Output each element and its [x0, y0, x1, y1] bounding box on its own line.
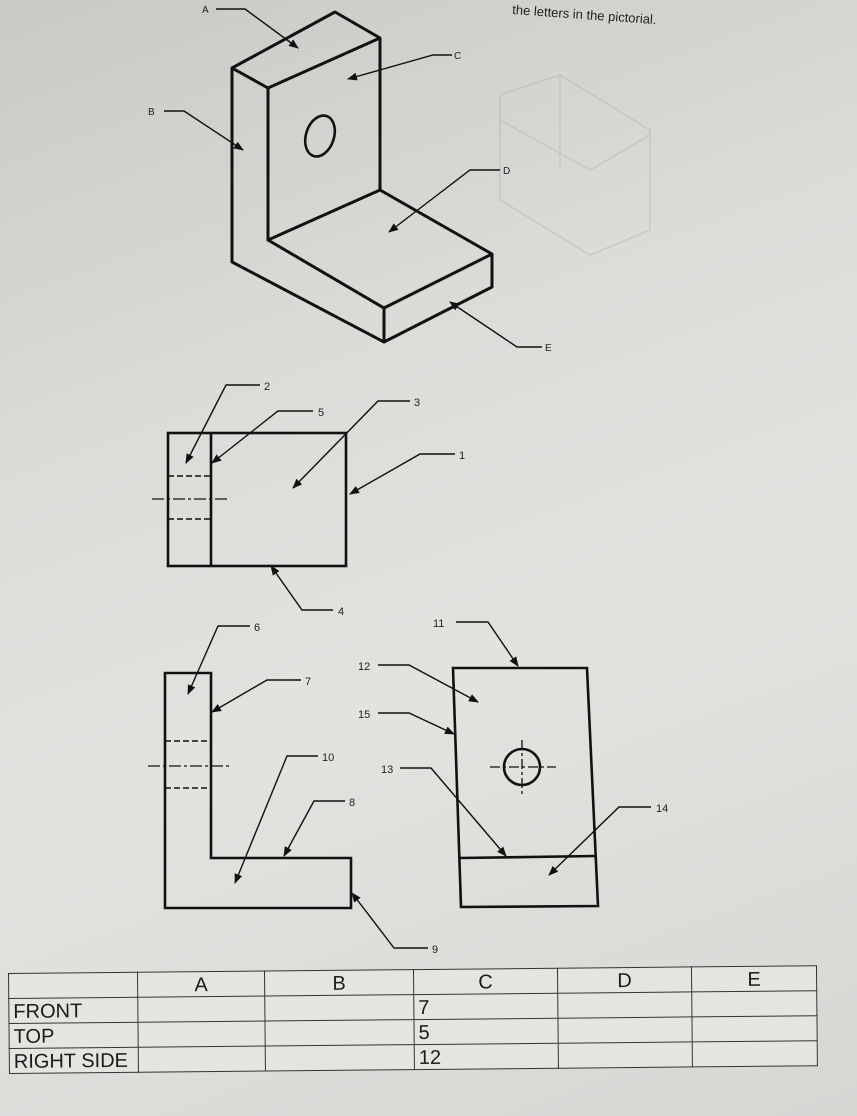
answer-table: A B C D E FRONT 7 TOP 5 RIGHT SIDE 12 — [8, 965, 818, 1074]
column-header-D: D — [557, 966, 692, 994]
pictorial-labels: A B C D E — [148, 5, 552, 354]
instruction-text: the letters in the pictorial. — [512, 2, 657, 27]
pictorial-label-E: E — [545, 343, 552, 354]
pictorial-label-A: A — [202, 5, 209, 16]
top-view-leaders — [187, 625, 428, 949]
column-header-A: A — [137, 971, 265, 998]
answer-cell-front-A[interactable] — [137, 996, 265, 1023]
answer-cell-right-C[interactable]: 12 — [414, 1043, 559, 1070]
right-label-14: 14 — [656, 803, 668, 815]
pictorial-leaders — [164, 8, 542, 348]
column-header-C: C — [413, 968, 558, 995]
answer-cell-right-D[interactable] — [558, 1041, 693, 1069]
answer-cell-top-C[interactable]: 5 — [413, 1018, 559, 1045]
front-view-labels: 2 5 3 1 4 — [264, 381, 465, 618]
answer-cell-top-D[interactable] — [557, 1016, 693, 1044]
front-label-2: 2 — [264, 381, 270, 393]
answer-cell-right-A[interactable] — [138, 1046, 266, 1073]
pictorial-label-D: D — [503, 166, 510, 177]
answer-cell-top-E[interactable] — [691, 1015, 818, 1042]
pictorial-view — [230, 10, 494, 344]
top-label-6: 6 — [254, 622, 260, 634]
answer-cell-right-E[interactable] — [692, 1040, 818, 1067]
ghost-show-through — [499, 74, 651, 256]
row-label-right-side: RIGHT SIDE — [9, 1047, 139, 1074]
right-label-11: 11 — [433, 618, 444, 630]
front-view — [152, 431, 348, 568]
answer-cell-front-D[interactable] — [557, 991, 692, 1019]
right-side-view — [451, 666, 600, 909]
answer-cell-top-A[interactable] — [137, 1021, 266, 1048]
table-corner-cell — [8, 972, 138, 999]
right-view-leaders — [378, 621, 651, 876]
row-label-front: FRONT — [8, 997, 138, 1024]
top-label-10: 10 — [322, 752, 334, 764]
top-view-labels: 6 7 10 8 9 — [254, 622, 438, 956]
right-label-13: 13 — [381, 764, 393, 776]
column-header-B: B — [264, 969, 414, 997]
top-label-7: 7 — [305, 676, 311, 688]
top-label-8: 8 — [349, 797, 355, 809]
column-header-E: E — [691, 965, 817, 992]
row-label-top: TOP — [8, 1022, 139, 1049]
answer-cell-front-B[interactable] — [264, 994, 414, 1022]
answer-cell-top-B[interactable] — [264, 1019, 415, 1047]
front-label-5: 5 — [318, 407, 324, 419]
top-view — [148, 671, 353, 910]
pictorial-label-B: B — [148, 107, 155, 118]
pictorial-label-C: C — [454, 51, 461, 62]
answer-cell-front-C[interactable]: 7 — [413, 993, 558, 1020]
front-label-4: 4 — [338, 606, 344, 618]
answer-cell-front-E[interactable] — [691, 990, 817, 1017]
front-label-3: 3 — [414, 397, 420, 409]
top-label-9: 9 — [432, 944, 438, 956]
answer-cell-right-B[interactable] — [265, 1044, 415, 1072]
front-view-leaders — [185, 384, 455, 611]
right-label-15: 15 — [358, 709, 370, 721]
right-label-12: 12 — [358, 661, 370, 673]
right-view-labels: 11 12 15 13 14 — [358, 618, 668, 815]
front-label-1: 1 — [459, 450, 465, 462]
